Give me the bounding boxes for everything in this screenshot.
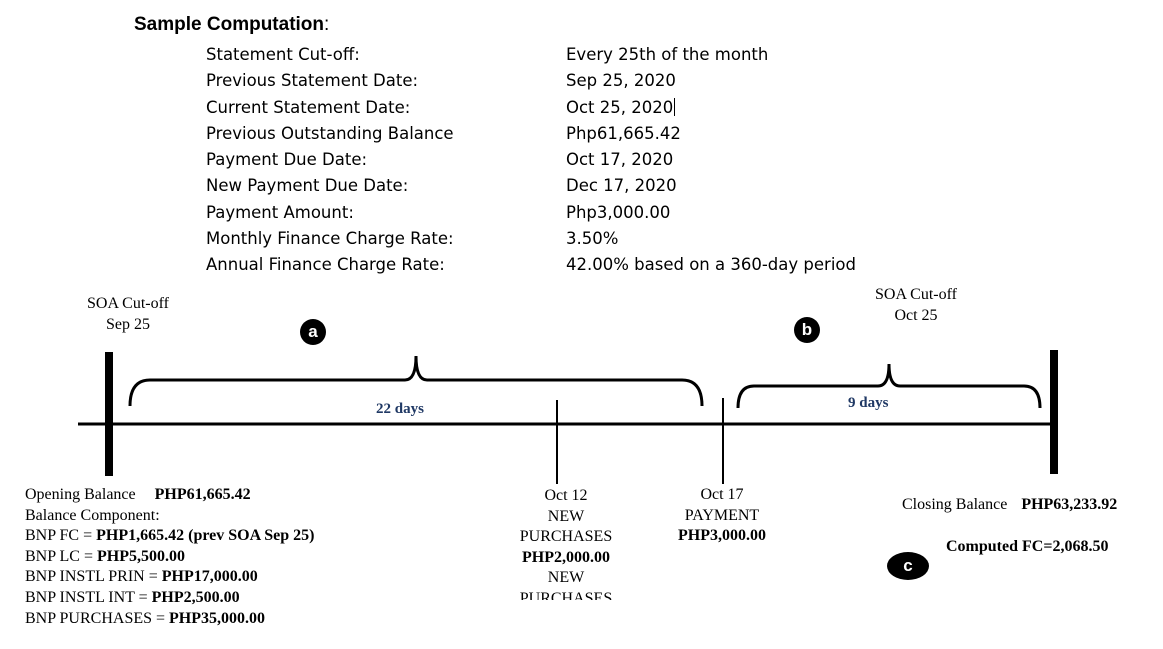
- left-cutoff-label: SOA Cut-off Sep 25: [78, 293, 178, 335]
- param-row: Monthly Finance Charge Rate: 3.50%: [206, 226, 906, 252]
- component-label: BNP FC =: [25, 527, 97, 545]
- param-row: Annual Finance Charge Rate: 42.00% based …: [206, 252, 906, 278]
- component-label: BNP PURCHASES =: [25, 609, 170, 627]
- parameters-list: Statement Cut-off: Every 25th of the mont…: [206, 42, 906, 279]
- period-a-brace: [128, 355, 704, 407]
- opening-balance-block: Opening Balance PHP61,665.42 Balance Comp…: [25, 485, 315, 629]
- param-row: Previous Statement Date: Sep 25, 2020: [206, 68, 906, 94]
- heading-colon: :: [324, 14, 330, 35]
- right-cutoff-line2: Oct 25: [894, 307, 938, 324]
- opening-balance-label: Opening Balance: [25, 486, 136, 503]
- component-label: BNP INSTL INT =: [25, 588, 152, 606]
- component-value: PHP17,000.00: [161, 568, 258, 586]
- period-a-days: 22 days: [376, 401, 424, 417]
- param-value: Php61,665.42: [566, 123, 681, 143]
- oct17-event: Oct 17 PAYMENT PHP3,000.00: [652, 485, 792, 547]
- oct12-line4: PURCHASES: [519, 589, 613, 600]
- component-value: PHP2,500.00: [151, 588, 240, 606]
- param-row: New Payment Due Date: Dec 17, 2020: [206, 173, 906, 199]
- param-row: Previous Outstanding Balance Php61,665.42: [206, 121, 906, 147]
- right-cutoff-line1: SOA Cut-off: [875, 286, 957, 303]
- marker-b-badge: b: [794, 317, 820, 343]
- param-value-with-cursor: Oct 25, 2020: [566, 95, 676, 121]
- param-row: Current Statement Date: Oct 25, 2020: [206, 95, 906, 121]
- oct12-line2: PURCHASES: [519, 528, 613, 546]
- marker-a-badge: a: [300, 319, 326, 345]
- param-value: 42.00% based on a 360-day period: [566, 255, 856, 275]
- period-b-days: 9 days: [848, 395, 889, 411]
- period-b-brace: [736, 363, 1042, 409]
- text-cursor: [674, 97, 676, 116]
- param-label: Payment Due Date:: [206, 150, 368, 170]
- left-cutoff-line1: SOA Cut-off: [87, 295, 169, 312]
- component-line: BNP INSTL PRIN = PHP17,000.00: [25, 567, 315, 588]
- component-value: PHP5,500.00: [97, 547, 185, 565]
- param-value: Sep 25, 2020: [566, 71, 676, 91]
- param-label: Annual Finance Charge Rate:: [206, 255, 445, 275]
- component-line: BNP INSTL INT = PHP2,500.00: [25, 588, 315, 609]
- oct12-date: Oct 12: [544, 487, 588, 504]
- component-value: PHP35,000.00: [169, 609, 266, 627]
- param-value: 3.50%: [566, 229, 619, 249]
- oct12-line3: NEW: [547, 569, 585, 587]
- oct12-amount: PHP2,000.00: [522, 548, 610, 566]
- component-label: BNP LC =: [25, 547, 97, 565]
- param-row: Payment Due Date: Oct 17, 2020: [206, 147, 906, 173]
- component-label: BNP INSTL PRIN =: [25, 568, 162, 586]
- oct12-line1: NEW: [547, 507, 585, 525]
- param-label: Previous Outstanding Balance: [206, 123, 454, 143]
- oct12-event: Oct 12 NEW PURCHASES PHP2,000.00 NEW PUR…: [496, 486, 636, 600]
- opening-balance-amount: PHP61,665.42: [154, 486, 251, 503]
- param-value: Oct 25, 2020: [566, 97, 674, 117]
- param-row: Payment Amount: Php3,000.00: [206, 200, 906, 226]
- balance-component-label: Balance Component:: [25, 506, 160, 524]
- closing-balance-label: Closing Balance: [902, 496, 1008, 513]
- param-label: Monthly Finance Charge Rate:: [206, 229, 454, 249]
- component-line: BNP FC = PHP1,665.42 (prev SOA Sep 25): [25, 526, 315, 547]
- param-value: Every 25th of the month: [566, 45, 769, 64]
- component-line: BNP PURCHASES = PHP35,000.00: [25, 609, 315, 630]
- param-label: New Payment Due Date:: [206, 176, 409, 196]
- param-value: Php3,000.00: [566, 202, 671, 222]
- right-cutoff-label: SOA Cut-off Oct 25: [864, 284, 968, 326]
- param-label: Statement Cut-off:: [206, 45, 360, 64]
- closing-balance-amount: PHP63,233.92: [1021, 496, 1118, 513]
- section-heading: Sample Computation:: [134, 14, 329, 36]
- left-cutoff-line2: Sep 25: [106, 316, 150, 333]
- computed-fc: Computed FC=2,068.50: [946, 538, 1109, 555]
- oct17-line1: PAYMENT: [684, 506, 760, 524]
- heading-title: Sample Computation: [134, 14, 325, 35]
- oct17-amount: PHP3,000.00: [678, 527, 766, 545]
- opening-balance-line: Opening Balance PHP61,665.42: [25, 485, 315, 506]
- component-value: PHP1,665.42 (prev SOA Sep 25): [96, 527, 315, 545]
- oct17-date: Oct 17: [700, 486, 744, 503]
- param-label: Current Statement Date:: [206, 97, 411, 117]
- param-row: Statement Cut-off: Every 25th of the mont…: [206, 42, 906, 68]
- marker-c-badge: c: [887, 552, 929, 580]
- closing-balance-line: Closing Balance PHP63,233.92: [902, 495, 1117, 516]
- param-label: Previous Statement Date:: [206, 71, 419, 91]
- param-value: Dec 17, 2020: [566, 176, 677, 196]
- param-label: Payment Amount:: [206, 202, 354, 222]
- param-value: Oct 17, 2020: [566, 150, 674, 170]
- component-line: BNP LC = PHP5,500.00: [25, 547, 315, 568]
